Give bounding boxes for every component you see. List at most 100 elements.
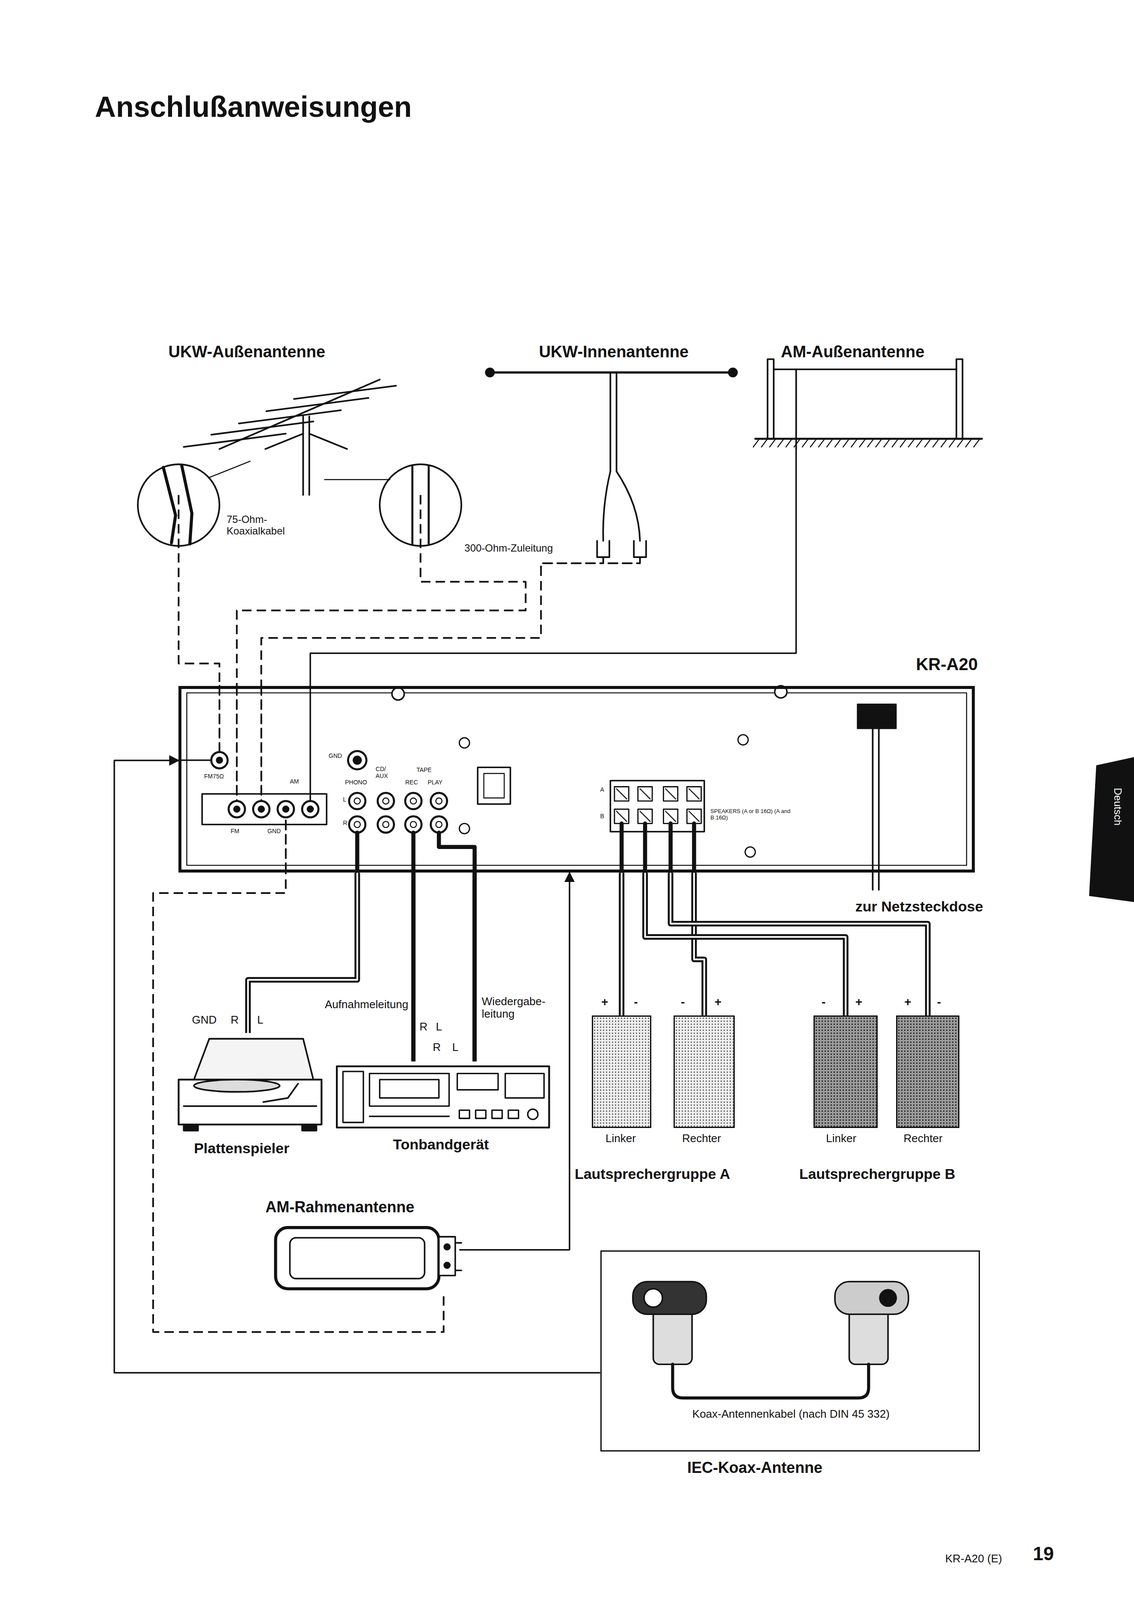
node-label: Plattenspieler <box>193 1139 290 1157</box>
language-tab <box>1089 756 1134 903</box>
receiver-rear-panel <box>377 816 395 833</box>
internal-wiring <box>219 685 286 873</box>
receiver-rear-panel <box>354 798 361 805</box>
receiver-rear-panel <box>405 816 422 833</box>
page-number: 19 <box>1033 1543 1054 1565</box>
node-label: Tonbandgerät <box>392 1136 489 1153</box>
antenna-device: AM-Außenantenne <box>755 341 975 449</box>
iec-coax-plugs <box>834 1281 909 1315</box>
receiver-rear-panel <box>349 816 366 833</box>
language-tab <box>1089 756 1134 903</box>
turntable-device: Plattenspieler <box>173 1033 322 1136</box>
indoor-fm-antenna <box>485 368 494 377</box>
model-code: KR-A20 (E) <box>945 1552 1003 1566</box>
turntable-drawing <box>183 1105 317 1108</box>
tape-deck-drawing <box>508 1110 519 1119</box>
connector <box>153 872 444 1332</box>
pin-label: GND <box>191 1013 217 1027</box>
pin-label: R <box>230 1013 239 1027</box>
tape-deck-drawing <box>492 1110 503 1119</box>
jack-label: PHONO <box>344 778 367 786</box>
am-loop-antenna-drawing <box>455 1242 462 1271</box>
polarity-mark: + <box>601 995 609 1010</box>
cable-label: Aufnahmeleitung <box>324 998 409 1012</box>
connector <box>261 566 542 686</box>
receiver-rear-panel <box>377 792 395 810</box>
indoor-fm-antenna <box>610 373 617 472</box>
connector-line <box>670 872 928 1016</box>
node-label: AM-Außenantenne <box>780 342 925 362</box>
connector <box>114 760 600 1373</box>
receiver-rear-panel <box>616 788 700 822</box>
connector <box>459 872 570 1250</box>
connector <box>694 872 705 1016</box>
connector-line <box>411 872 416 1062</box>
jack-label: CD/ AUX <box>375 765 390 780</box>
connector <box>413 872 414 1062</box>
group-label: Lautsprechergruppe A <box>574 1165 731 1183</box>
am-loop-antenna-drawing <box>275 1227 440 1289</box>
am-outdoor-antenna <box>753 438 980 447</box>
turntable-drawing <box>178 1079 322 1125</box>
am-outdoor-antenna <box>795 369 798 449</box>
outdoor-fm-antenna <box>183 385 396 447</box>
receiver-rear-panel <box>382 798 389 805</box>
am-outdoor-antenna <box>753 359 982 449</box>
connector <box>310 449 796 686</box>
receiver-rear-panel <box>307 806 314 813</box>
polarity-mark: + <box>855 995 863 1010</box>
receiver-rear-panel <box>430 792 448 810</box>
receiver-rear-panel <box>738 734 749 746</box>
tape-deck-drawing <box>457 1073 499 1090</box>
antenna-device: UKW-Innenantenne <box>479 341 735 567</box>
am-loop-antenna-drawing <box>289 1237 425 1279</box>
magnifier-callout <box>137 461 462 547</box>
iec-coax-plugs <box>632 1281 909 1399</box>
turntable-drawing <box>263 1083 298 1102</box>
terminal-label: A <box>600 786 605 793</box>
group-label: Lautsprechergruppe B <box>799 1165 956 1183</box>
tape-deck-drawing <box>527 1109 538 1120</box>
am-outdoor-antenna <box>773 368 957 371</box>
internal-wiring <box>621 823 695 873</box>
node-label: UKW-Innenantenne <box>538 342 689 362</box>
internal-wiring <box>178 685 695 873</box>
node-body-text: Koax-Antennenkabel (nach DIN 45 332) <box>692 1407 907 1421</box>
receiver-rear-panel <box>353 756 362 765</box>
receiver-rear-panel <box>872 728 879 891</box>
indoor-fm-antenna <box>596 540 646 558</box>
tape-deck-drawing <box>505 1073 545 1099</box>
am-loop-antenna-drawing <box>444 1243 451 1250</box>
pin-label: R <box>419 1020 428 1034</box>
tape-deck-drawing <box>336 1066 550 1128</box>
receiver-rear-panel <box>745 846 756 858</box>
connector-line-core <box>645 872 847 1016</box>
tape-deck-device: Tonbandgerät <box>331 1061 552 1132</box>
channel-label: L <box>342 795 347 803</box>
iec-coax-plugs <box>644 1288 663 1308</box>
internal-wiring <box>357 832 475 873</box>
receiver-rear-panel <box>430 816 448 833</box>
receiver-rear-panel <box>216 756 223 763</box>
speaker-box: Rechter <box>673 1015 735 1128</box>
outdoor-fm-antenna <box>265 433 348 449</box>
terminal-label: SPEAKERS (A or B 16Ω) (A and B 16Ω) <box>710 808 793 822</box>
receiver-rear-panel <box>391 687 405 701</box>
connector <box>621 872 622 1016</box>
receiver-rear-panel <box>186 685 967 890</box>
receiver-rear-panel <box>228 801 245 818</box>
terminal-label: B <box>600 812 605 820</box>
node-label: Linker <box>605 1132 636 1146</box>
jack-label: PLAY <box>427 778 443 786</box>
connector <box>645 872 847 1016</box>
pin-label: L <box>435 1020 442 1034</box>
node-label: AM-Rahmenantenne <box>265 1198 415 1216</box>
connector-line-core <box>620 872 623 1016</box>
receiver-rear-panel <box>186 692 967 866</box>
iec-coax-plugs <box>879 1289 897 1307</box>
receiver-rear-panel <box>405 792 422 810</box>
receiver-rear-panel <box>857 703 897 729</box>
connector <box>178 495 220 686</box>
speaker-box: Rechter <box>896 1015 960 1128</box>
